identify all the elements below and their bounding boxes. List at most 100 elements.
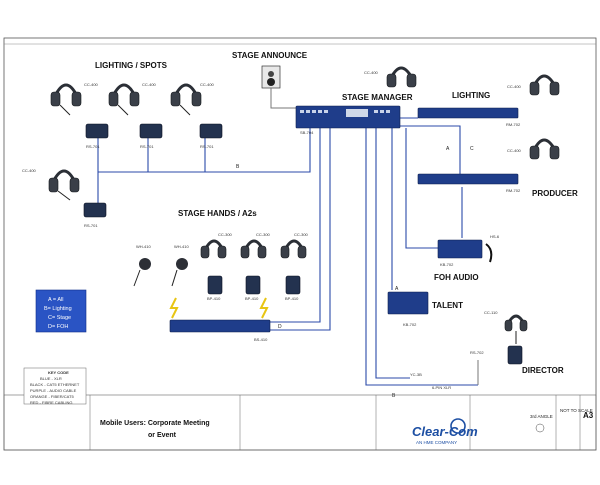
- key-code-title: KEY CODE: [48, 370, 69, 375]
- key-code-line-4: ORANGE - FIBER/CAT5: [30, 394, 74, 399]
- key-code-box: [23, 367, 87, 405]
- label-sb704: SB-704: [300, 130, 314, 135]
- cable-sm-producer: [400, 125, 461, 175]
- remote-station-rm702-lighting: [417, 107, 519, 119]
- drawing-title-line-2: or Event: [148, 432, 177, 439]
- label-wh410-2: WH-410: [174, 244, 189, 249]
- main-station-display: [346, 109, 368, 117]
- cabling: [97, 117, 479, 386]
- label-cc400-producer: CC-400: [507, 148, 522, 153]
- key-code-line-1: BLUE - XLR: [40, 376, 62, 381]
- channel-legend-box: [35, 289, 87, 333]
- channel-letter-d: D: [278, 324, 282, 330]
- keypanel-kb702-foh: [437, 239, 483, 259]
- channel-letter-a: A: [446, 146, 450, 152]
- label-rs701-2: RS-701: [140, 144, 154, 149]
- label-kb702-foh: KB-702: [440, 262, 454, 267]
- beltpack-rs701-2: [139, 123, 163, 139]
- cable-speaker-sm: [270, 88, 296, 109]
- label-rm702-producer: RM-702: [506, 188, 521, 193]
- label-cc400-spot-2: CC-400: [142, 82, 157, 87]
- wireless-headset-wh410-2: [171, 258, 188, 287]
- third-angle-label: 3rd ANGLE: [530, 414, 553, 419]
- not-to-scale-label: NOT TO SCALE: [560, 408, 593, 413]
- headset-spot-2: [108, 83, 140, 116]
- label-cc300-1: CC-300: [218, 232, 233, 237]
- wireless-signal-icon-left: [169, 297, 179, 319]
- headset-spot-4: [48, 169, 80, 201]
- label-yc3b: YC-3B: [410, 372, 422, 377]
- group-label-stage-announce: STAGE ANNOUNCE: [232, 51, 308, 60]
- brand-logo-icon: [450, 418, 466, 434]
- legend-line-b: B= Lighting: [44, 306, 72, 312]
- channel-letter-a-talent: A: [395, 286, 399, 292]
- headset-stage-manager: [386, 66, 417, 88]
- projection-symbol-icon: [535, 423, 545, 433]
- sheet-size-label: A3: [583, 411, 594, 420]
- beltpack-rs702: [507, 345, 523, 365]
- keypanel-kb702-talent: [387, 291, 429, 315]
- headset-stage-hand-3: [280, 239, 307, 259]
- legend-line-a: A = All: [48, 297, 63, 303]
- wireless-headset-wh410-1: [133, 258, 151, 287]
- label-rs702: RS-702: [470, 350, 484, 355]
- label-kb702-talent: KB-702: [403, 322, 417, 327]
- label-6pin-xlr: 6-PIN XLR: [432, 385, 451, 390]
- label-rs701-3: RS-701: [200, 144, 214, 149]
- label-cc400-lighting: CC-400: [507, 84, 522, 89]
- headset-producer: [529, 138, 560, 160]
- headset-stage-hand-1: [200, 239, 227, 259]
- channel-letters: B C A D A B: [236, 146, 474, 399]
- headset-spot-1: [50, 83, 82, 116]
- label-cc400-spot-3: CC-400: [200, 82, 215, 87]
- label-rm702-lighting: RM-702: [506, 122, 521, 127]
- label-cc300-2: CC-300: [256, 232, 271, 237]
- remote-station-rm702-producer: [417, 173, 519, 185]
- label-rs701-1: RS-701: [86, 144, 100, 149]
- cable-sm-foh: [405, 128, 438, 249]
- label-wh410-1: WH-410: [136, 244, 151, 249]
- cable-sm-director: [365, 128, 478, 386]
- label-cc400-spot-4: CC-400: [22, 168, 37, 173]
- key-code-line-5: RED - FIBRE CABLING: [30, 400, 72, 405]
- channel-letter-b-director: B: [392, 393, 396, 399]
- wireless-signal-icon-right: [259, 297, 269, 319]
- legend-line-c: C= Stage: [48, 315, 71, 321]
- headset-lighting: [529, 74, 560, 96]
- beltpack-rs701-4: [83, 202, 107, 218]
- label-bp410-2: BP-410: [245, 296, 259, 301]
- handset-hs6-icon: [485, 243, 493, 263]
- brand-logo-text: Clear-Com: [412, 424, 478, 439]
- label-cc110: CC-110: [484, 310, 498, 315]
- speaker-woofer-icon: [267, 78, 275, 86]
- beltpack-rs701-1: [85, 123, 109, 139]
- group-label-stage-manager: STAGE MANAGER: [342, 93, 413, 102]
- group-label-producer: PRODUCER: [532, 189, 578, 198]
- label-cc400-stage-manager: CC-400: [364, 70, 379, 75]
- cable-rs701-bus: [98, 120, 311, 173]
- main-station-keys: [300, 110, 390, 113]
- title-block-frame: [3, 394, 597, 451]
- label-bp410-1: BP-410: [207, 296, 221, 301]
- beltpack-bp410-2: [245, 275, 261, 295]
- group-label-foh-audio: FOH AUDIO: [434, 273, 479, 282]
- label-cc400-spot-1: CC-400: [84, 82, 99, 87]
- key-code-line-3: PURPLE - AUDIO CABLE: [30, 388, 77, 393]
- group-label-director: DIRECTOR: [522, 366, 564, 375]
- beltpack-bp410-1: [207, 275, 223, 295]
- beltpack-bp410-3: [285, 275, 301, 295]
- group-label-lighting-spots: LIGHTING / SPOTS: [95, 61, 168, 70]
- headset-director: [504, 314, 528, 344]
- group-label-stage-hands: STAGE HANDS / A2s: [178, 209, 257, 218]
- drawing-title-line-1: Mobile Users: Corporate Meeting: [100, 420, 210, 427]
- channel-letter-c: C: [470, 146, 474, 152]
- headset-spot-3: [170, 83, 202, 116]
- legend-line-d: D= FOH: [48, 324, 68, 330]
- label-bp410-3: BP-410: [285, 296, 299, 301]
- cable-sm-bs410: [270, 128, 331, 331]
- key-code-line-2: BLACK - CAT5 ETHERNET: [30, 382, 80, 387]
- base-station-bs410: [169, 319, 271, 333]
- speaker-tweeter-icon: [268, 71, 274, 77]
